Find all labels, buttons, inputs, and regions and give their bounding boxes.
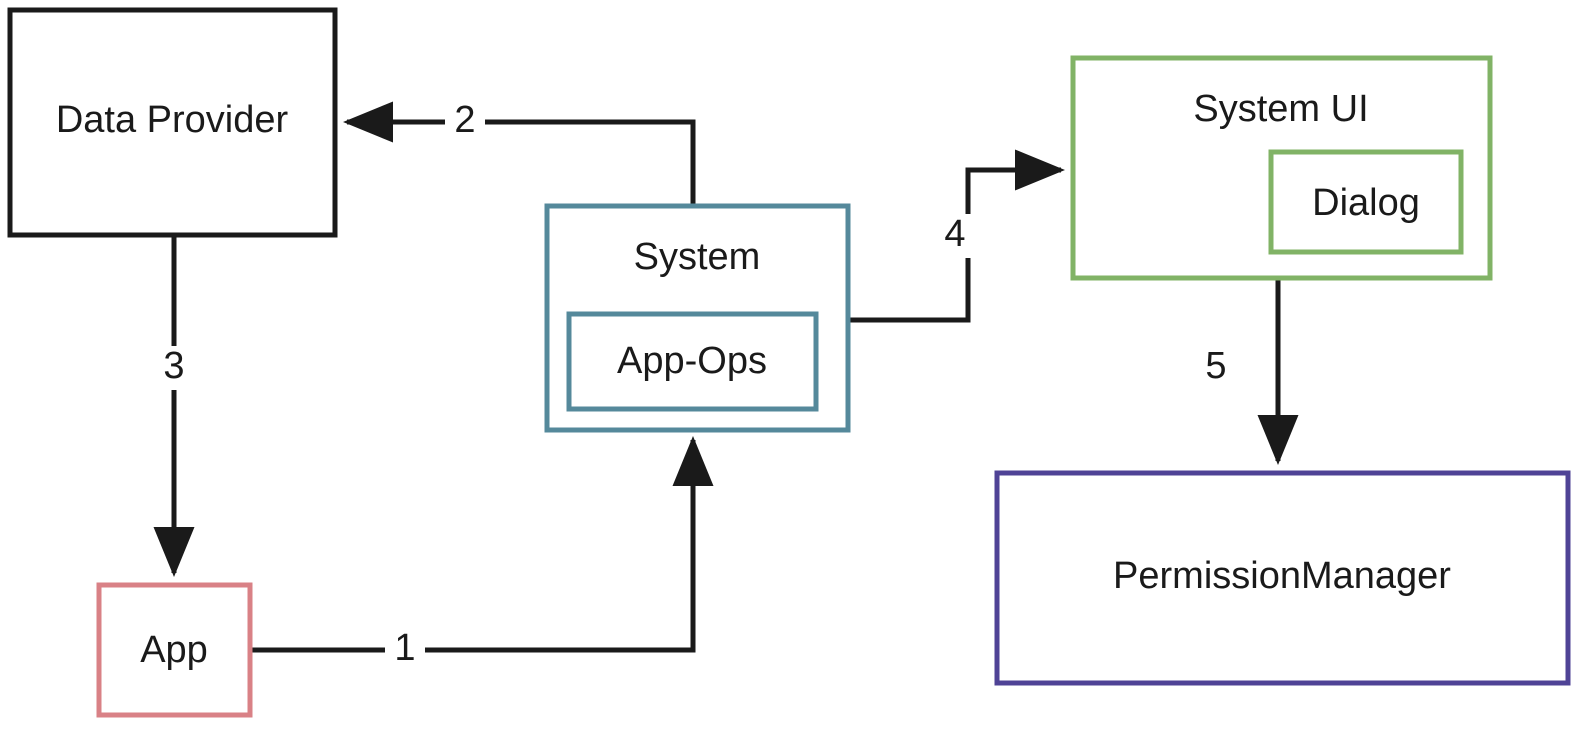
- node-app[interactable]: App: [96, 582, 253, 718]
- edge-3-label-bg: [154, 346, 194, 390]
- node-data-provider[interactable]: Data Provider: [7, 7, 338, 238]
- edge-4-label-bg: [935, 214, 975, 258]
- edge-1-path[interactable]: [250, 435, 714, 653]
- edge-4[interactable]: 4: [848, 149, 1066, 323]
- data-provider-label: Data Provider: [56, 99, 289, 141]
- edge-1-label-bg: [385, 628, 425, 672]
- permission-manager-box[interactable]: [994, 470, 1571, 686]
- edges-layer: 1 2 3 4 5: [153, 99, 1299, 672]
- edge-5[interactable]: 5: [1205, 278, 1299, 466]
- app-box[interactable]: [96, 582, 253, 718]
- node-system-ui[interactable]: System UI Dialog: [1070, 55, 1493, 281]
- edge-4-label: 4: [944, 213, 965, 255]
- edge-1[interactable]: 1: [250, 435, 714, 672]
- node-system[interactable]: System App-Ops: [544, 203, 851, 433]
- nodes-layer: Data Provider App System App-Ops System …: [7, 7, 1571, 718]
- dialog-label: Dialog: [1312, 182, 1420, 224]
- edge-2-label: 2: [454, 99, 475, 141]
- app-ops-label: App-Ops: [617, 340, 767, 382]
- edge-2-label-bg: [445, 100, 485, 144]
- edge-5-label: 5: [1205, 345, 1226, 387]
- permission-manager-label: PermissionManager: [1113, 555, 1451, 597]
- edge-3[interactable]: 3: [153, 235, 195, 578]
- node-permission-manager[interactable]: PermissionManager: [994, 470, 1571, 686]
- system-ui-label: System UI: [1193, 88, 1368, 130]
- edge-2-path[interactable]: [342, 101, 696, 206]
- edge-3-label: 3: [163, 345, 184, 387]
- data-provider-box[interactable]: [7, 7, 338, 238]
- app-label: App: [140, 629, 208, 671]
- dialog-box[interactable]: [1268, 149, 1464, 255]
- edge-1-label: 1: [394, 627, 415, 669]
- app-ops-box[interactable]: [566, 311, 819, 412]
- system-label: System: [634, 236, 761, 278]
- edge-2[interactable]: 2: [342, 99, 696, 206]
